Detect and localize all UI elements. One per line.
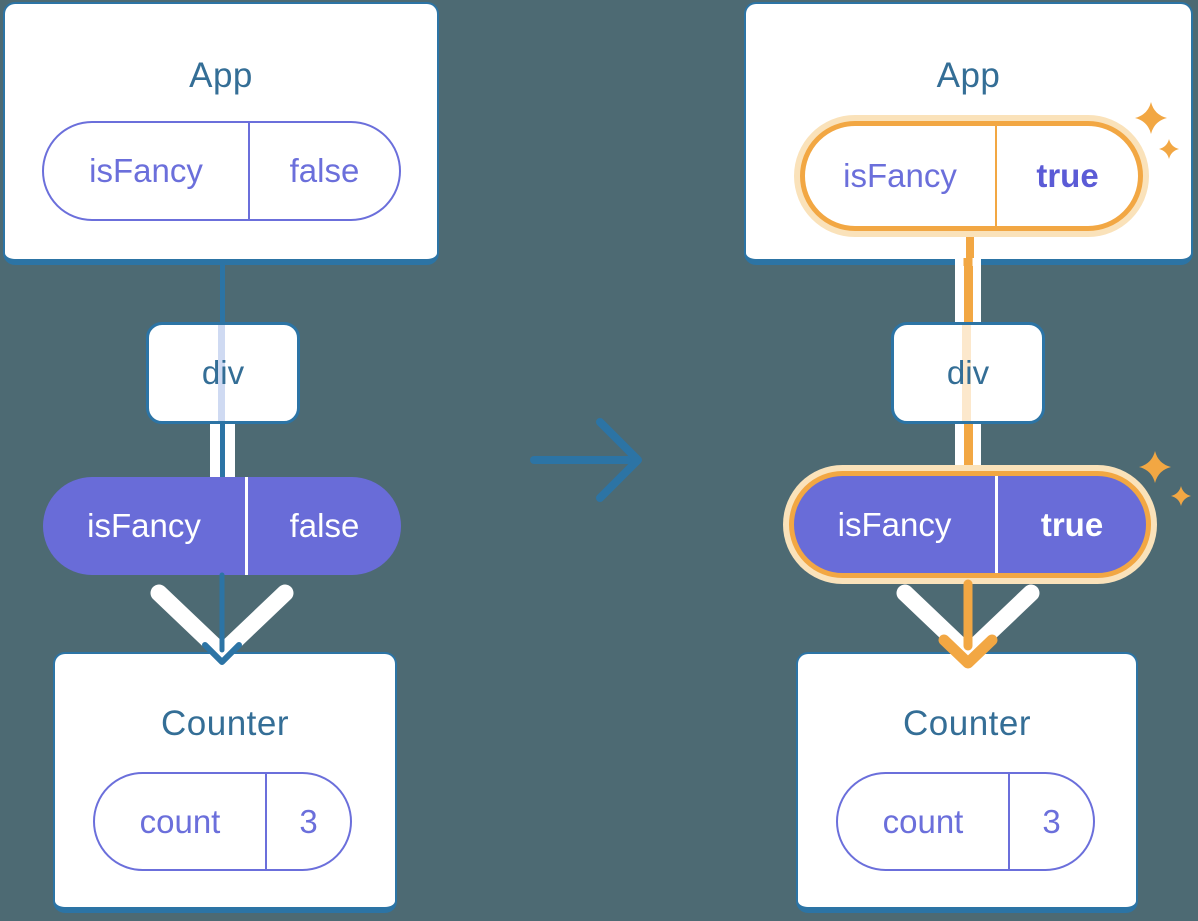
prop-value-cell: true [998,476,1146,573]
div-label: div [201,354,245,391]
prop-value: false [289,507,360,544]
prop-key-cell: isFancy [44,123,250,219]
state-key: count [139,802,221,840]
prop-value: true [1036,157,1099,194]
state-pill-before: count 3 [93,772,352,871]
connector-app-div-before [220,262,225,324]
prop-value-cell: false [250,123,399,219]
prop-thread-line [220,424,225,480]
state-key-cell: count [838,774,1010,869]
state-key: count [882,802,964,840]
prop-pill-app-after-highlighted: isFancy true [800,121,1143,231]
prop-key-cell: isFancy [805,126,997,226]
counter-card-after: Counter count 3 [796,652,1138,913]
counter-card-before: Counter count 3 [53,652,397,913]
down-chevron-icon [150,584,294,662]
prop-pill-passed-before: isFancy false [43,477,401,575]
right-arrow-icon [530,418,642,502]
component-title: Counter [902,704,1032,743]
sparkle-icon [1171,486,1191,506]
connector-app-div-after [955,260,981,322]
prop-value: false [289,152,360,189]
prop-value-cell: false [248,477,401,575]
component-title: App [936,56,1001,95]
connector-div-pill-before [210,424,235,480]
prop-thread-line [218,325,225,421]
prop-thread-line-highlighted [962,325,971,421]
div-label: div [946,354,990,391]
prop-thread-line-highlighted [966,234,974,262]
prop-key: isFancy [837,505,952,543]
state-key-cell: count [95,774,267,869]
state-value: 3 [1042,802,1061,840]
prop-key: isFancy [89,152,203,189]
state-value: 3 [299,802,318,840]
prop-pill-app-before: isFancy false [42,121,401,221]
state-pill-after: count 3 [836,772,1095,871]
prop-thread-line-highlighted [963,260,973,322]
connector-div-pill-after [955,424,981,474]
div-node-after: div [891,322,1045,424]
state-value-cell: 3 [267,774,350,869]
prop-thread-line-highlighted [963,424,973,474]
prop-key-cell: isFancy [794,476,998,573]
component-title: Counter [160,704,290,743]
state-value-cell: 3 [1010,774,1093,869]
prop-key: isFancy [843,157,957,194]
component-title: App [189,56,253,95]
down-chevron-icon [896,584,1040,662]
prop-pill-passed-after-highlighted: isFancy true [789,471,1151,578]
prop-value-cell: true [997,126,1138,226]
div-node-before: div [146,322,300,424]
prop-key-cell: isFancy [43,477,248,575]
prop-value: true [1040,505,1104,543]
prop-key: isFancy [87,507,201,544]
